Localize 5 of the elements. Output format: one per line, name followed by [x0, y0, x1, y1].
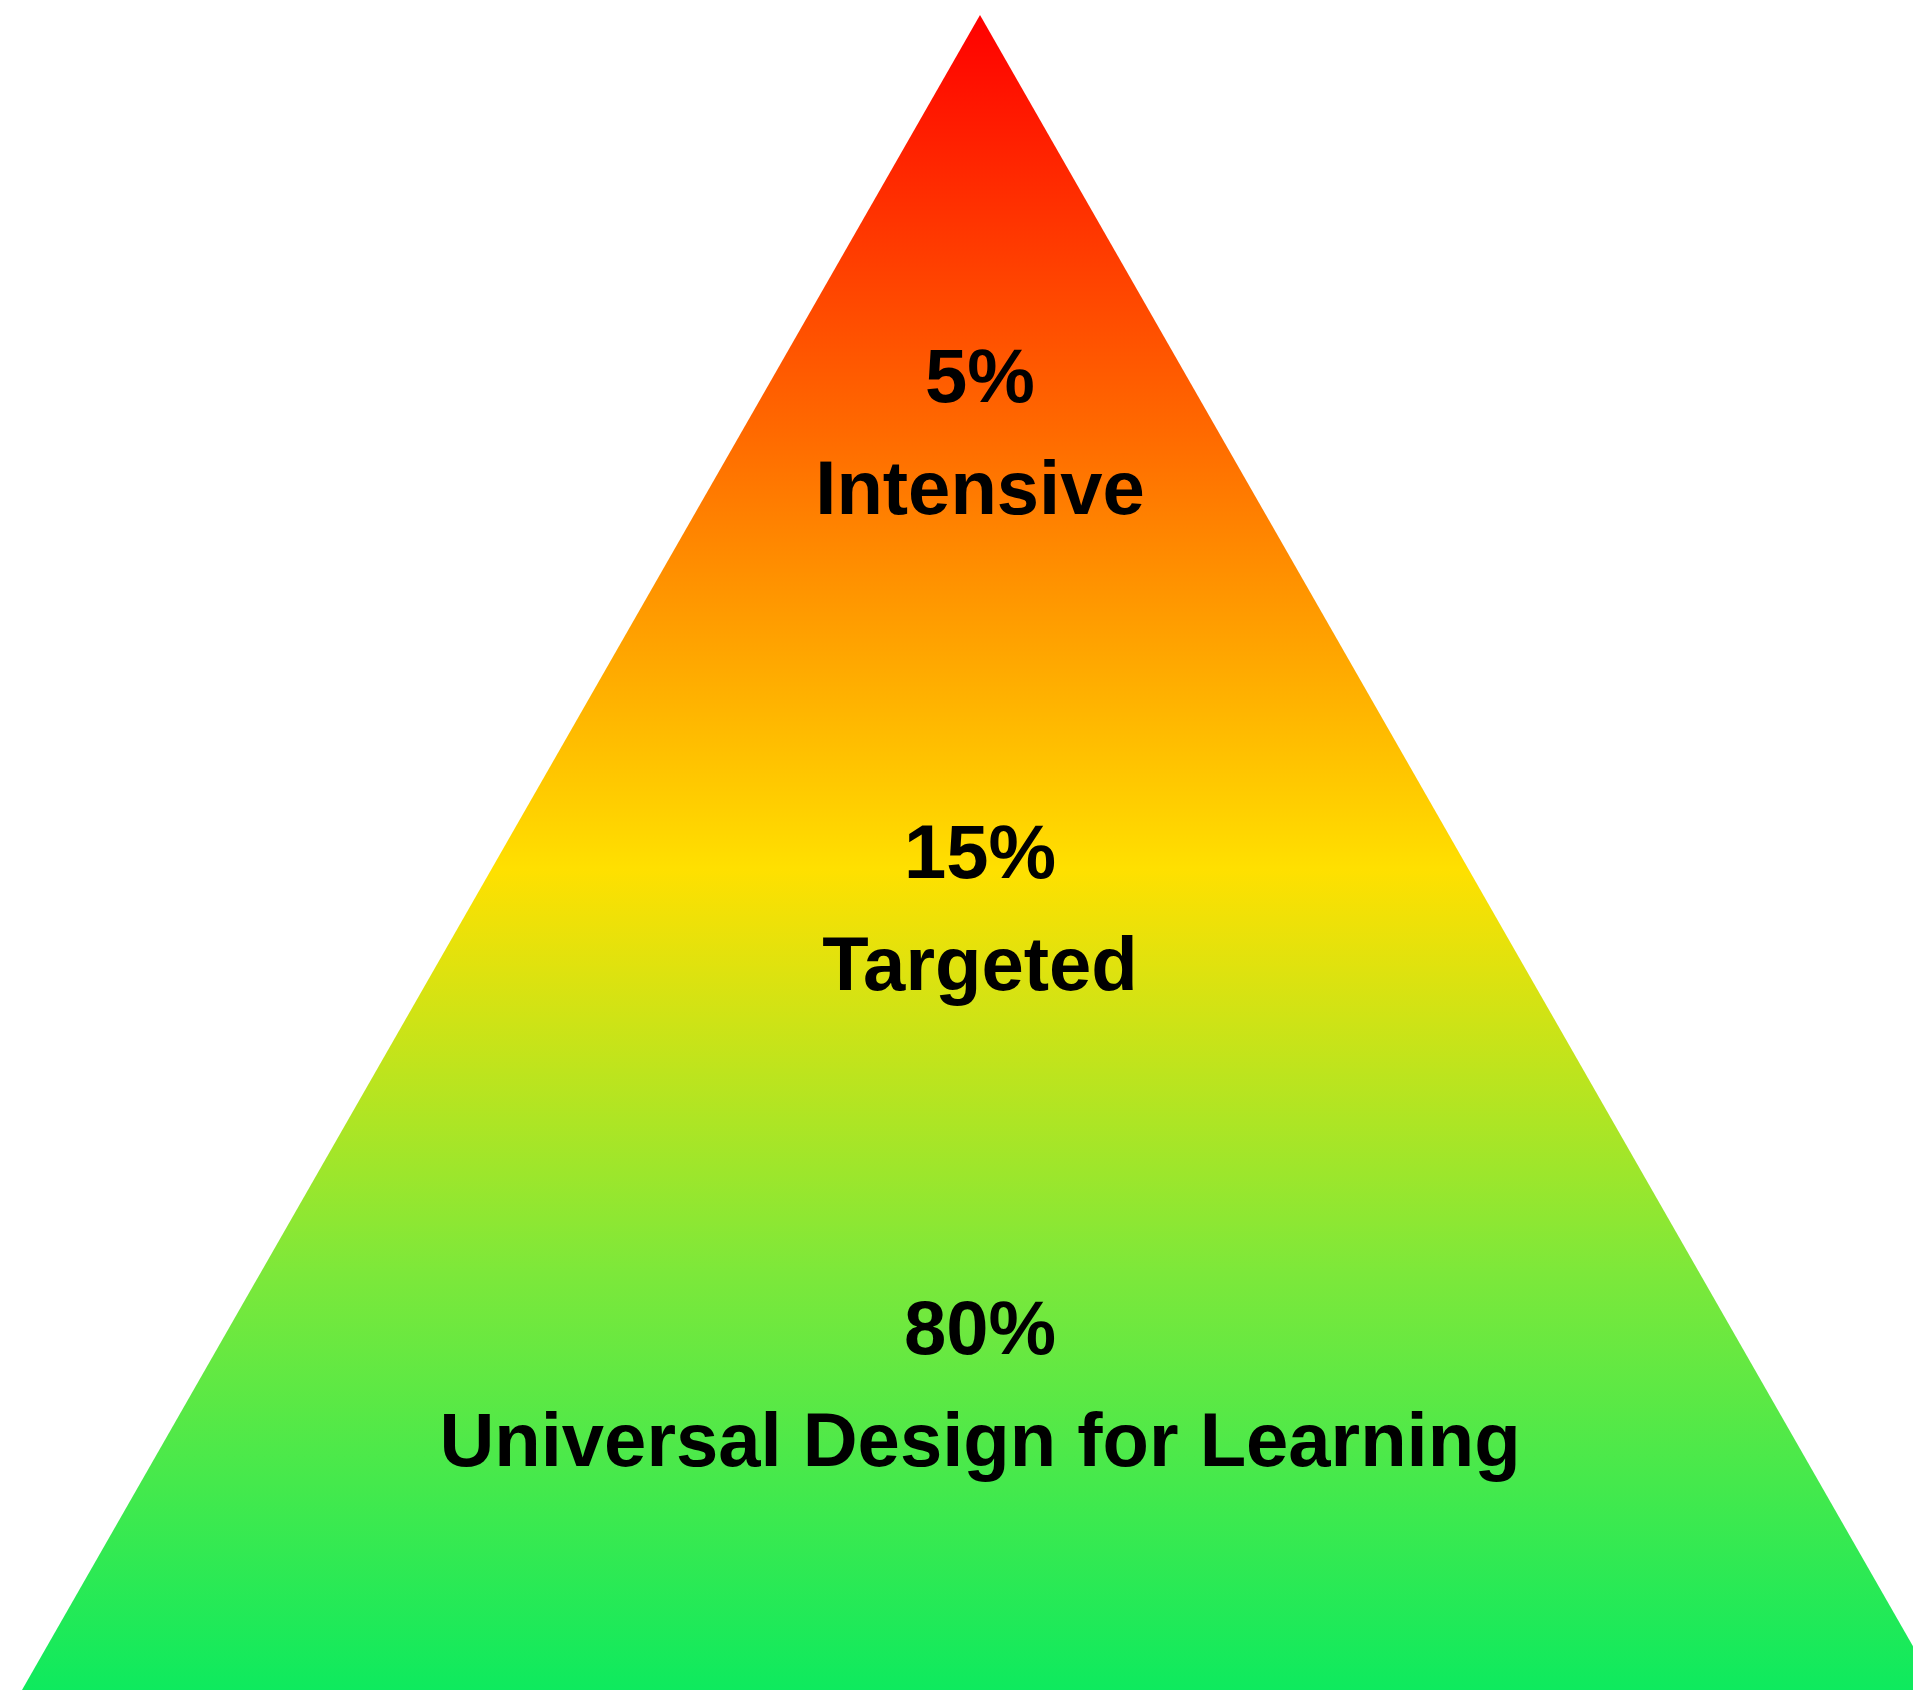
percentage-label: 15%	[903, 814, 1057, 890]
percentage-label: 80%	[903, 1290, 1057, 1366]
percentage-label: 5%	[925, 338, 1035, 414]
pyramid	[22, 15, 1913, 1690]
tier-label: Intensive	[815, 450, 1145, 526]
